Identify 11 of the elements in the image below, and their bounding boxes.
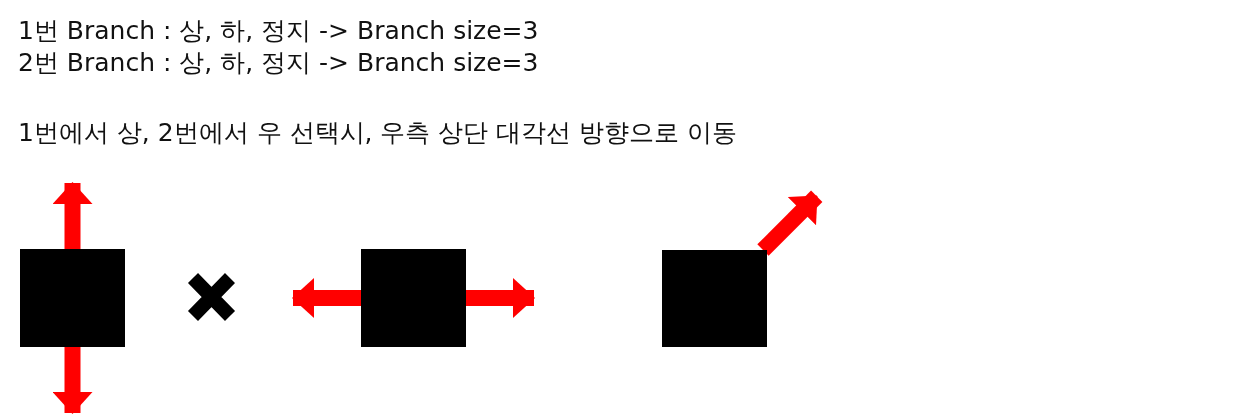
arrow: [466, 278, 535, 318]
text-line: 1번 Branch : 상, 하, 정지 -> Branch size=3: [18, 16, 539, 46]
square-block: [662, 250, 767, 347]
arrow: [52, 182, 93, 249]
arrow: [757, 190, 823, 256]
arrow: [292, 278, 361, 318]
text-line: 2번 Branch : 상, 하, 정지 -> Branch size=3: [18, 48, 539, 78]
square-block: [361, 249, 466, 347]
arrow: [52, 347, 93, 414]
text-line: 1번에서 상, 2번에서 우 선택시, 우측 상단 대각선 방향으로 이동: [18, 118, 738, 148]
square-block: [20, 249, 125, 347]
